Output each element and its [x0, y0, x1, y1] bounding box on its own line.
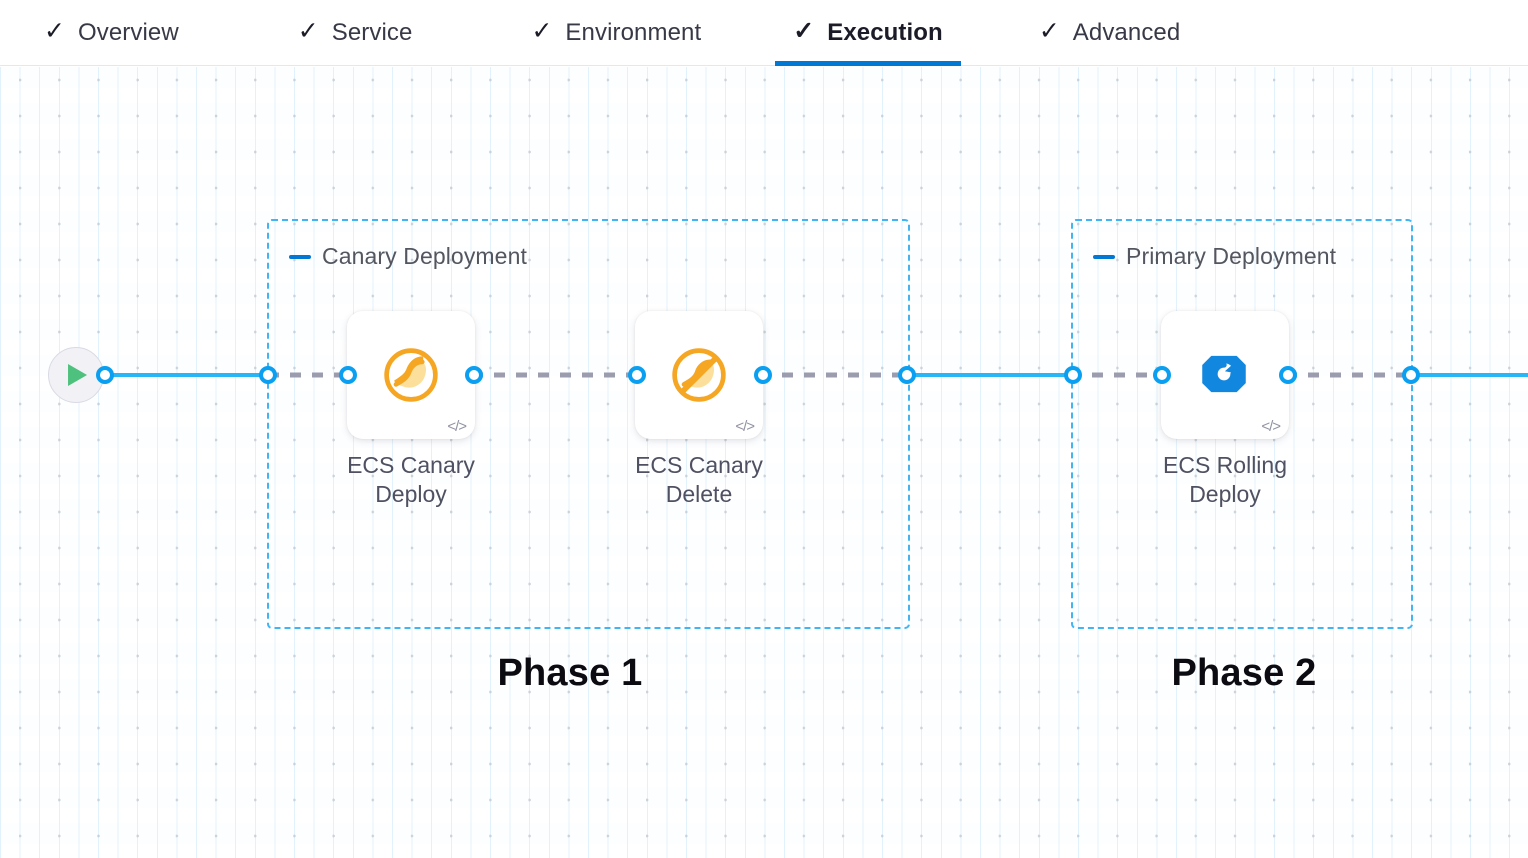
connector-group-entry-to-rolling-deploy: [1070, 372, 1165, 378]
play-icon: [68, 364, 88, 386]
port-canary-deploy-in[interactable]: [339, 366, 357, 384]
minus-icon[interactable]: [289, 254, 311, 259]
port-canary-group-in[interactable]: [259, 366, 277, 384]
group-canary-deployment[interactable]: Canary Deployment: [267, 219, 910, 629]
code-icon[interactable]: </>: [1261, 418, 1281, 435]
code-icon[interactable]: </>: [735, 418, 755, 435]
port-canary-delete-in[interactable]: [628, 366, 646, 384]
canary-bird-delete-icon: [669, 345, 729, 405]
tab-execution-label: Execution: [827, 18, 943, 46]
check-icon: ✓: [297, 17, 319, 45]
code-icon[interactable]: </>: [447, 418, 467, 435]
node-ecs-canary-delete-label: ECS Canary Delete: [635, 452, 763, 508]
node-ecs-rolling-deploy-label: ECS Rolling Deploy: [1163, 452, 1287, 508]
tab-advanced-label: Advanced: [1072, 18, 1181, 46]
port-canary-delete-out[interactable]: [754, 366, 772, 384]
tab-service-label: Service: [331, 18, 413, 46]
tab-environment[interactable]: ✓ Environment: [513, 0, 719, 66]
pipeline-stage-tabs: ✓ Overview ✓ Service ✓ Environment ✓ Exe…: [0, 0, 1528, 66]
tab-overview[interactable]: ✓ Overview: [26, 0, 197, 66]
check-icon: ✓: [1038, 17, 1060, 45]
node-ecs-canary-deploy-label: ECS Canary Deploy: [347, 452, 475, 508]
group-canary-deployment-header: Canary Deployment: [289, 243, 527, 270]
pipeline-start-node[interactable]: [48, 347, 104, 403]
connector-canary-deploy-to-canary-delete: [472, 372, 640, 378]
connector-start-to-canary-group: [104, 373, 272, 377]
connector-group-entry-to-canary-deploy: [268, 372, 350, 378]
port-canary-group-out[interactable]: [898, 366, 916, 384]
phase-caption-1: Phase 1: [497, 652, 643, 694]
connector-rolling-deploy-to-group-exit: [1286, 372, 1414, 378]
connector-canary-delete-to-group-exit: [760, 372, 910, 378]
tab-service[interactable]: ✓ Service: [280, 0, 431, 66]
port-start-out[interactable]: [96, 366, 114, 384]
group-canary-deployment-title: Canary Deployment: [322, 243, 527, 269]
phase-caption-2: Phase 2: [1171, 652, 1317, 694]
canary-bird-icon: [381, 345, 441, 405]
pipeline-graph-canvas[interactable]: Canary Deployment Primary Deployment: [0, 67, 1528, 858]
node-ecs-rolling-deploy[interactable]: </>: [1161, 311, 1289, 439]
group-primary-deployment[interactable]: Primary Deployment: [1071, 219, 1413, 629]
minus-icon[interactable]: [1093, 254, 1115, 259]
tab-execution[interactable]: ✓ Execution: [775, 0, 961, 66]
node-ecs-canary-deploy[interactable]: </>: [347, 311, 475, 439]
group-primary-deployment-title: Primary Deployment: [1126, 243, 1337, 269]
check-icon: ✓: [531, 17, 553, 45]
group-primary-deployment-header: Primary Deployment: [1093, 243, 1336, 270]
port-primary-group-out[interactable]: [1402, 366, 1420, 384]
check-icon: ✓: [44, 17, 65, 45]
port-primary-group-in[interactable]: [1064, 366, 1082, 384]
ecs-rolling-deploy-icon: [1195, 345, 1255, 405]
port-canary-deploy-out[interactable]: [465, 366, 483, 384]
connector-canary-group-to-primary-group: [906, 373, 1076, 377]
check-icon: ✓: [793, 17, 815, 45]
port-rolling-deploy-in[interactable]: [1153, 366, 1171, 384]
node-ecs-canary-delete[interactable]: </>: [635, 311, 763, 439]
tab-advanced[interactable]: ✓ Advanced: [1021, 0, 1199, 66]
connector-primary-group-to-next: [1410, 373, 1528, 377]
tab-overview-label: Overview: [77, 18, 179, 46]
tab-environment-label: Environment: [565, 18, 702, 46]
port-rolling-deploy-out[interactable]: [1279, 366, 1297, 384]
